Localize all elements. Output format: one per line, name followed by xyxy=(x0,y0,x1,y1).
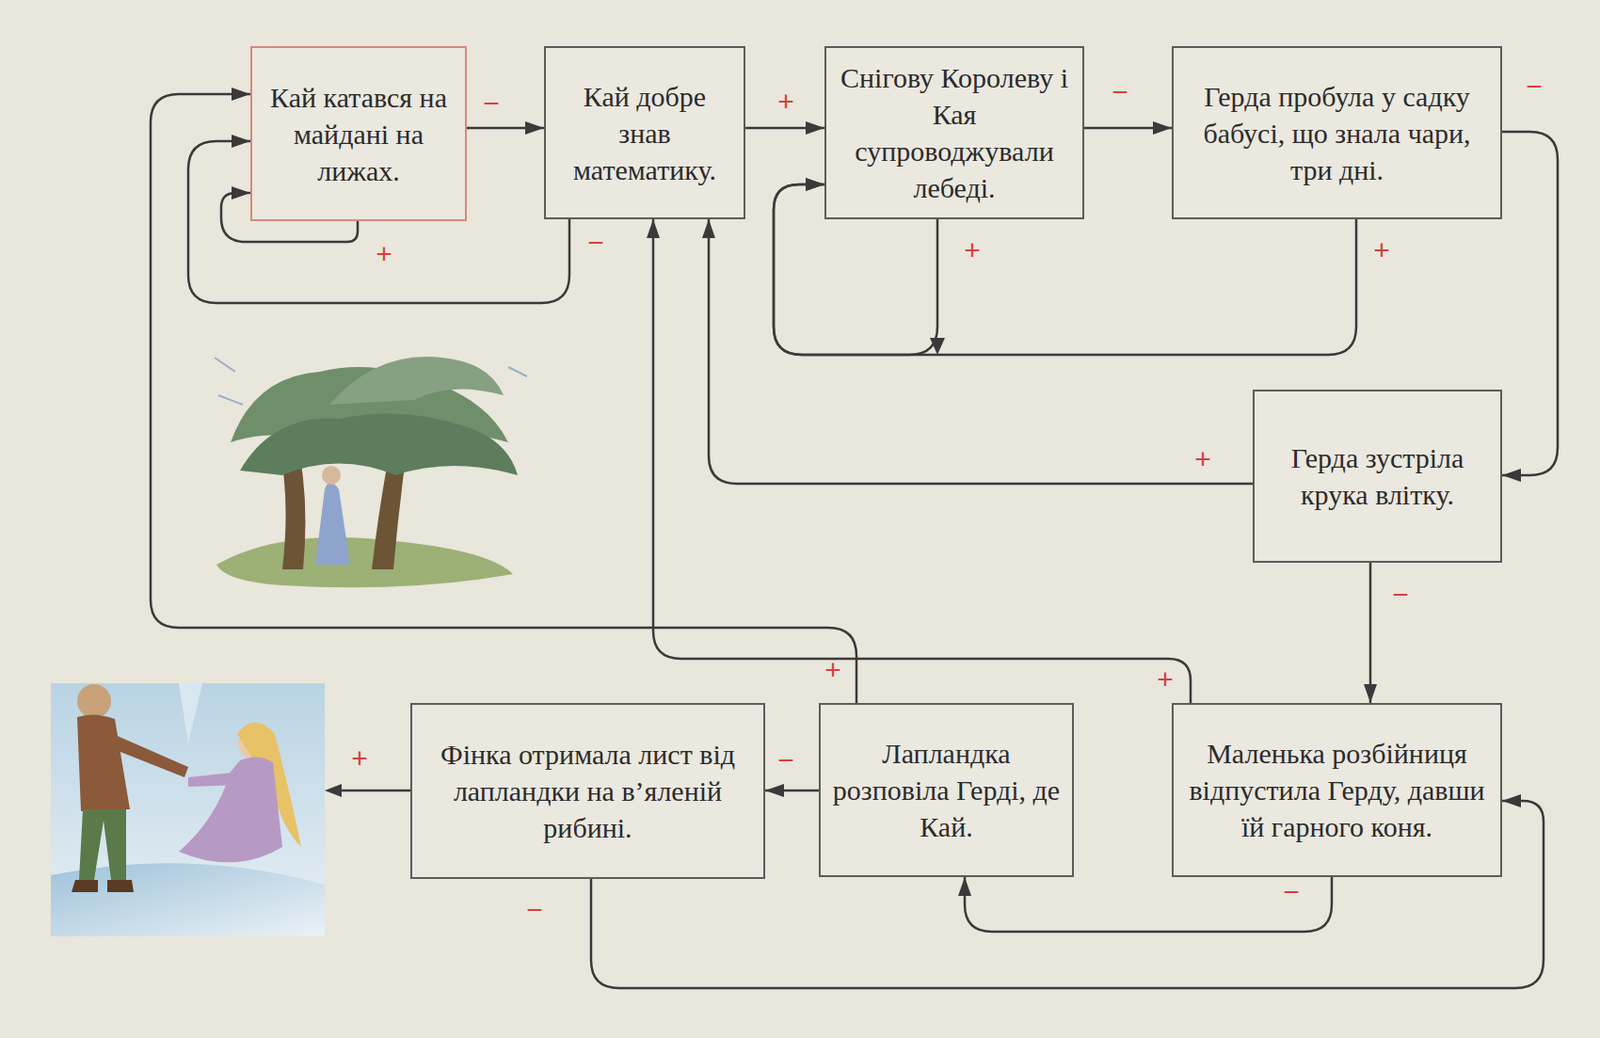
event-box: Кай катався на майдані на лижах. xyxy=(250,46,467,222)
picture-arrow xyxy=(324,784,411,798)
event-text: Герда зустріла крука влітку. xyxy=(1264,439,1491,513)
edge-sign: + xyxy=(1373,236,1391,265)
event-text: Герда пробула у садку бабусі, що знала ч… xyxy=(1183,78,1491,189)
edge-sign: + xyxy=(777,87,795,116)
event-box: Герда зустріла крука влітку. xyxy=(1252,389,1503,563)
connector xyxy=(1369,562,1373,704)
event-text: Лапландка розповіла Герді, де Кай. xyxy=(830,735,1063,846)
event-box: Лапландка розповіла Герді, де Кай. xyxy=(818,703,1074,878)
edge-sign: + xyxy=(1156,665,1174,694)
event-text: Кай добре знав математику. xyxy=(555,78,735,189)
edge-sign: − xyxy=(777,746,795,775)
connector xyxy=(1502,131,1558,476)
connector xyxy=(653,219,1191,704)
event-box: Кай добре знав математику. xyxy=(544,46,746,220)
edge-sign: + xyxy=(963,236,981,265)
edge-sign: + xyxy=(824,656,842,685)
edge-sign: − xyxy=(1111,78,1129,107)
event-box: Маленька розбійниця відпустила Герду, да… xyxy=(1171,703,1503,878)
connector xyxy=(964,877,1332,932)
event-text: Маленька розбійниця відпустила Герду, да… xyxy=(1183,735,1491,846)
connector xyxy=(708,219,1253,484)
edge-sign: + xyxy=(1194,445,1212,474)
edge-sign: − xyxy=(1282,878,1300,907)
edge-sign: − xyxy=(482,89,500,118)
connector xyxy=(1084,127,1172,130)
edge-sign: − xyxy=(1392,580,1409,609)
tree-illustration xyxy=(214,356,528,588)
connector xyxy=(765,789,819,793)
edge-sign: − xyxy=(587,228,605,257)
connector xyxy=(466,127,544,130)
event-box: Снігову Королеву і Кая супроводжували ле… xyxy=(824,46,1085,220)
arrow-sign: + xyxy=(351,744,368,773)
event-box: Фінка отримала лист від лапландки на в’я… xyxy=(410,703,766,880)
kai-gerda-illustration xyxy=(50,683,325,937)
event-text: Кай катався на майдані на лижах. xyxy=(261,79,456,190)
event-text: Снігову Королеву і Кая супроводжували ле… xyxy=(835,59,1073,207)
event-text: Фінка отримала лист від лапландки на в’я… xyxy=(421,736,754,847)
connector xyxy=(745,127,825,130)
edge-sign: − xyxy=(526,896,544,925)
edge-sign: − xyxy=(1525,72,1543,101)
event-box: Герда пробула у садку бабусі, що знала ч… xyxy=(1171,46,1503,220)
edge-sign: + xyxy=(375,240,393,269)
